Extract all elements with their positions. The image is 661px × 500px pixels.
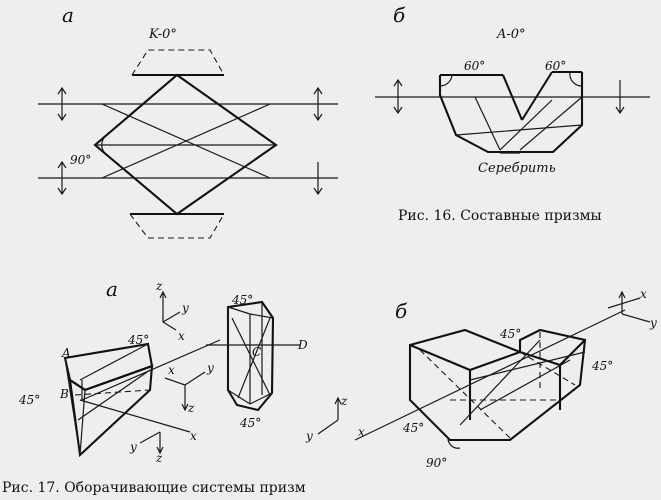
fig17a-axis-x2	[164, 377, 186, 386]
fig16a-top-dashed-cap	[131, 49, 225, 76]
fig17a-axis-x2-label: x	[168, 363, 175, 377]
fig17b-optical-axis	[354, 309, 626, 441]
fig16b-internal-ray-3	[519, 96, 583, 151]
fig16b-base-line	[455, 124, 583, 136]
fig17a-sublabel: а	[106, 277, 118, 301]
fig17b-axis-y2-label: y	[305, 429, 313, 443]
fig16b-top-label: A-0°	[496, 27, 526, 42]
fig17a-axis-x1	[162, 321, 177, 331]
fig17a-diagram: а z y x C D 45° 45°	[18, 277, 308, 465]
fig17b-angle-4: 90°	[426, 456, 447, 470]
fig17a-letter-c: C	[252, 345, 261, 359]
fig17b-sublabel: б	[395, 299, 408, 323]
fig16b-angle-right: 60°	[545, 59, 566, 73]
fig16a-sublabel: а	[62, 3, 74, 27]
fig17a-angle-1: 45°	[231, 293, 253, 307]
fig17a-axis-y2-label: y	[206, 361, 214, 375]
fig17a-axis-z3-label: z	[155, 451, 163, 465]
fig17a-letter-b: B	[59, 387, 69, 401]
fig16a-angle-arc	[101, 137, 105, 153]
fig16a-angle-label: 90°	[70, 153, 91, 167]
fig17a-ray-ab	[81, 339, 221, 401]
fig17a-axis-z2-label: z	[187, 401, 195, 415]
fig16a-top-label: K-0°	[148, 27, 177, 42]
fig16a-diagonal-2	[101, 103, 271, 179]
fig16b-angle-left: 60°	[464, 59, 485, 73]
fig17a-angle-2: 45°	[239, 416, 261, 430]
fig17a-axis-y2	[184, 371, 206, 386]
fig16b-internal-ray-2	[499, 99, 553, 151]
fig17b-axis-z2-label: z	[340, 394, 348, 408]
fig17a-axis-x3-label: x	[190, 429, 197, 443]
fig17a-angle-3: 45°	[127, 333, 149, 347]
fig17a-axis-y1-label: y	[181, 301, 189, 315]
fig16a-diagram: а K-0°	[38, 3, 338, 239]
fig16b-sublabel: б	[393, 3, 406, 27]
fig17b-axis-y1-label: y	[649, 316, 657, 330]
fig17a-axis-x1-label: x	[178, 329, 185, 343]
fig17b-axis-y2	[317, 419, 339, 435]
fig17b-angle-3: 45°	[402, 421, 424, 435]
fig17a-axis-x3	[79, 399, 191, 433]
fig16-caption: Рис. 16. Составные призмы	[398, 208, 602, 224]
fig17a-left-prism-top	[63, 342, 154, 392]
fig17a-axis-y1	[162, 311, 181, 323]
fig17a-letter-d: D	[297, 338, 308, 352]
fig17a-axis-y3-label: y	[129, 440, 137, 454]
fig17b-angle-1: 45°	[499, 327, 521, 341]
fig16b-angle-arc-right	[569, 71, 583, 87]
fig17b-axis-x2-label: x	[358, 425, 365, 439]
fig17b-axis-y1	[621, 313, 651, 323]
fig17b-angle-2: 45°	[591, 359, 613, 373]
fig16a-bottom-dashed-cap	[129, 213, 225, 239]
fig16b-silver-label: Серебрить	[478, 161, 556, 176]
fig16b-inner-right-face	[521, 71, 553, 121]
fig17a-axis-y3	[139, 431, 161, 444]
fig16b-angle-arc-left	[439, 74, 453, 87]
fig17b-diagram: б x y 45° 4	[305, 287, 657, 470]
fig17a-dashed-edge	[74, 389, 151, 396]
fig17-caption: Рис. 17. Оборачивающие системы призм	[2, 480, 306, 496]
fig17a-axis-z1-label: z	[155, 279, 163, 293]
fig16b-diagram: б A-0° 60° 60°	[375, 3, 650, 176]
fig17b-axis-x1-label: x	[640, 287, 647, 301]
fig17a-letter-a: A	[61, 346, 71, 360]
fig17a-right-prism-outline	[226, 300, 275, 412]
fig17a-angle-4: 45°	[18, 393, 40, 407]
fig16b-internal-ray-1	[474, 96, 501, 151]
